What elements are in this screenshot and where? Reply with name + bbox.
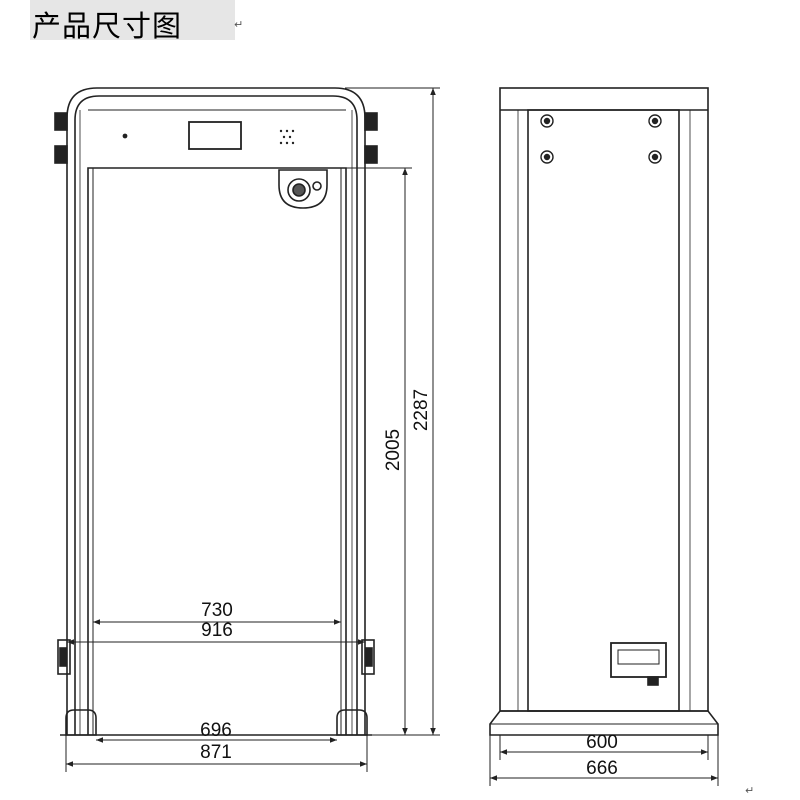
side-inner-panel <box>527 109 680 712</box>
dim-label-871: 871 <box>200 742 232 763</box>
speaker-icon <box>279 129 295 145</box>
left-foot <box>65 709 97 736</box>
side-outer-body <box>499 87 709 712</box>
front-view <box>54 87 378 736</box>
page-title: 产品尺寸图 <box>32 9 183 43</box>
right-foot <box>336 709 368 736</box>
left-bracket <box>57 639 71 675</box>
left-top-clip <box>54 112 68 131</box>
paragraph-mark: ↵ <box>234 18 244 31</box>
dim-label-696: 696 <box>200 720 232 741</box>
dim-label-600: 600 <box>586 732 618 753</box>
paragraph-mark-bottom: ↵ <box>745 784 755 797</box>
front-inner-frame <box>87 167 347 735</box>
dim-label-730: 730 <box>201 600 233 621</box>
dim-label-2287: 2287 <box>411 389 432 431</box>
dim-label-916: 916 <box>201 620 233 641</box>
side-view <box>489 87 719 736</box>
right-bracket <box>361 639 375 675</box>
left-mid-clip <box>54 145 68 164</box>
camera-icon <box>278 169 328 209</box>
connector-box <box>610 642 667 678</box>
title-background <box>30 0 235 40</box>
bolt-icons <box>540 114 662 164</box>
right-mid-clip <box>364 145 378 164</box>
dim-label-666: 666 <box>586 758 618 779</box>
front-outer-frame <box>66 87 366 735</box>
right-top-clip <box>364 112 378 131</box>
dim-label-2005: 2005 <box>383 429 404 471</box>
display-screen <box>188 121 242 150</box>
indicator-light-icon <box>122 133 128 139</box>
